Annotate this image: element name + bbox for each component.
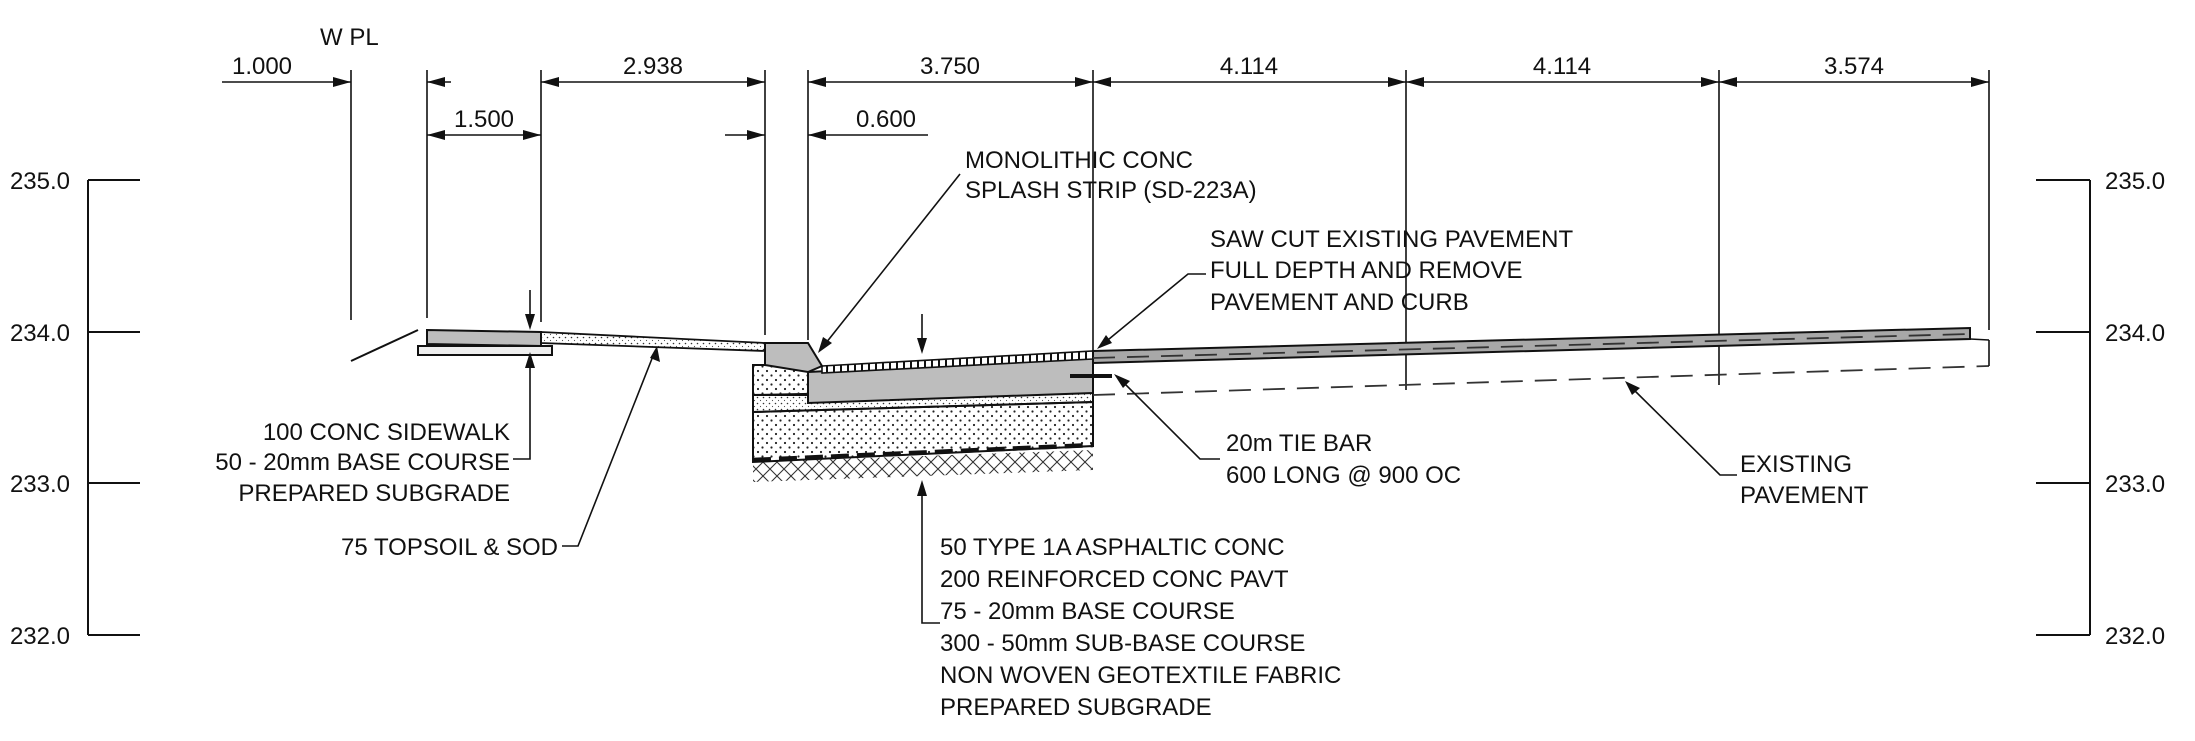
elevation-label: 233.0	[10, 471, 70, 498]
dimension-row-second: 1.500 0.600	[427, 106, 928, 140]
callout-text: 50 - 20mm BASE COURSE	[215, 449, 510, 476]
leader-lines	[513, 173, 1737, 624]
elevation-label: 232.0	[2105, 623, 2165, 650]
callout-text: 200 REINFORCED CONC PAVT	[940, 566, 1289, 593]
elevation-label: 234.0	[10, 320, 70, 347]
pavement-structure	[752, 314, 1112, 482]
existing-pavement	[1092, 326, 1990, 396]
dimension-label: 4.114	[1220, 53, 1278, 80]
dimension-label: 2.938	[623, 53, 683, 80]
callout-text: PAVEMENT AND CURB	[1210, 289, 1469, 316]
elevation-scale-right: 235.0 234.0 233.0 232.0	[2036, 168, 2165, 650]
callout-text: NON WOVEN GEOTEXTILE FABRIC	[940, 662, 1341, 689]
elevation-scale-left: 235.0 234.0 233.0 232.0	[10, 168, 140, 650]
callout-text: 75 TOPSOIL & SOD	[341, 534, 558, 561]
callout-text: 20m TIE BAR	[1226, 430, 1372, 457]
dimension-label: 1.500	[454, 106, 514, 133]
callout-splash-strip: MONOLITHIC CONC SPLASH STRIP (SD-223A)	[965, 147, 1257, 204]
callout-tie-bar: 20m TIE BAR 600 LONG @ 900 OC	[1226, 430, 1461, 489]
callout-pavement-structure: 50 TYPE 1A ASPHALTIC CONC 200 REINFORCED…	[940, 534, 1341, 721]
callout-text: PREPARED SUBGRADE	[940, 694, 1212, 721]
elevation-label: 232.0	[10, 623, 70, 650]
callout-text: PAVEMENT	[1740, 482, 1869, 509]
callout-text: 600 LONG @ 900 OC	[1226, 462, 1461, 489]
callout-text: 75 - 20mm BASE COURSE	[940, 598, 1235, 625]
callout-topsoil: 75 TOPSOIL & SOD	[341, 534, 558, 561]
callout-text: PREPARED SUBGRADE	[238, 480, 510, 507]
callout-text: EXISTING	[1740, 451, 1852, 478]
dimension-label: 1.000	[232, 53, 292, 80]
dimension-label: 0.600	[856, 106, 916, 133]
callout-text: FULL DEPTH AND REMOVE	[1210, 257, 1523, 284]
sidewalk-section	[350, 290, 766, 362]
callout-text: SPLASH STRIP (SD-223A)	[965, 177, 1257, 204]
dimension-label: 4.114	[1533, 53, 1591, 80]
dimension-label: 3.750	[920, 53, 980, 80]
elevation-label: 233.0	[2105, 471, 2165, 498]
elevation-label: 235.0	[2105, 168, 2165, 195]
elevation-label: 234.0	[2105, 320, 2165, 347]
callout-text: 50 TYPE 1A ASPHALTIC CONC	[940, 534, 1285, 561]
elevation-label: 235.0	[10, 168, 70, 195]
property-line-label: W PL	[320, 24, 379, 51]
callout-text: 100 CONC SIDEWALK	[263, 419, 510, 446]
callout-text: MONOLITHIC CONC	[965, 147, 1193, 174]
callout-existing-pavement: EXISTING PAVEMENT	[1740, 451, 1869, 509]
callout-text: SAW CUT EXISTING PAVEMENT	[1210, 226, 1573, 253]
dimension-label: 3.574	[1824, 53, 1884, 80]
callout-text: 300 - 50mm SUB-BASE COURSE	[940, 630, 1305, 657]
dimension-row-top: 1.000 2.938 3.750 4.114 4.114 3.574	[222, 53, 1990, 390]
callout-saw-cut: SAW CUT EXISTING PAVEMENT FULL DEPTH AND…	[1210, 226, 1573, 316]
callout-sidewalk: 100 CONC SIDEWALK 50 - 20mm BASE COURSE …	[215, 419, 510, 507]
